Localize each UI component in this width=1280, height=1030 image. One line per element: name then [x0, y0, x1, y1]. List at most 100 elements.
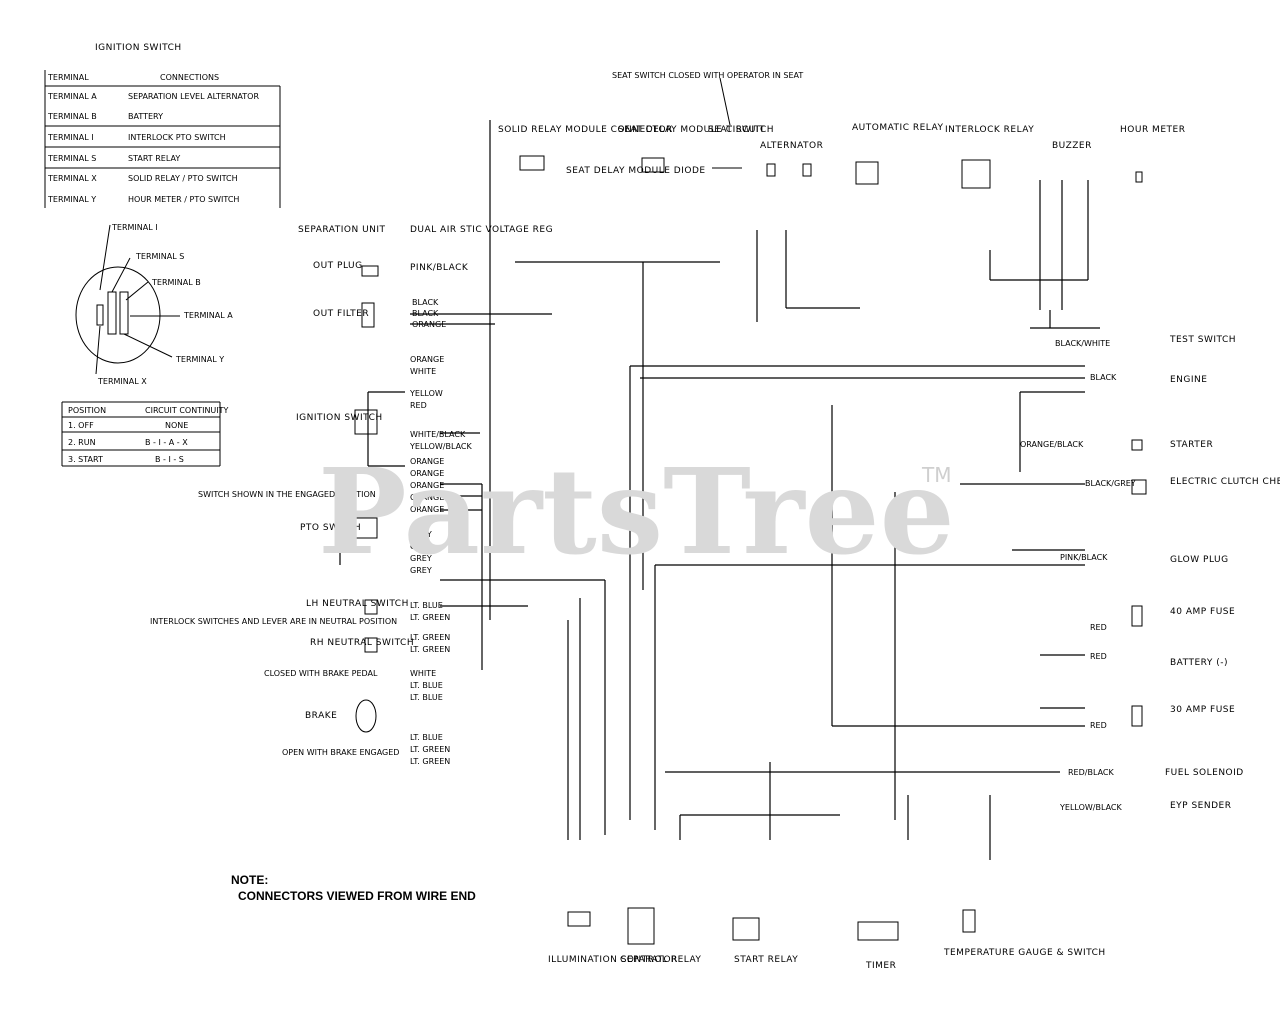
right-name: BATTERY (-)	[1170, 658, 1228, 668]
seat-delay-label: SEAT DELAY MODULE CIRCUIT	[618, 125, 765, 135]
continuity-col: CIRCUIT CONTINUITY	[145, 406, 229, 415]
automatic-relay-label: AUTOMATIC RELAY	[852, 123, 943, 133]
neutral-note: INTERLOCK SWITCHES AND LEVER ARE IN NEUT…	[150, 617, 397, 626]
ign-wire: ORANGE	[410, 505, 444, 514]
ignition-switch-table: IGNITION SWITCH TERMINAL CONNECTIONS TER…	[44, 43, 281, 208]
right-wire: RED	[1090, 721, 1107, 730]
bottom-label: TEMPERATURE GAUGE & SWITCH	[943, 948, 1106, 958]
pto-wire: GREY	[410, 554, 432, 563]
ign-row-term: TERMINAL X	[47, 174, 97, 183]
neutral-wire: LT. GREEN	[410, 645, 450, 654]
right-name: 30 AMP FUSE	[1170, 705, 1235, 715]
bottom-label: ILLUMINATION SEPARATOR	[548, 955, 678, 965]
ign-wire: ORANGE	[410, 457, 444, 466]
neutral-wire: LT. BLUE	[410, 601, 443, 610]
brake-wire: LT. GREEN	[410, 745, 450, 754]
ign-row-conn: SEPARATION LEVEL ALTERNATOR	[128, 92, 259, 101]
separation-unit-label: SEPARATION UNIT	[298, 225, 386, 235]
position-row-val: B - I - A - X	[145, 438, 188, 447]
terminal-label: TERMINAL X	[97, 377, 147, 386]
interlock-relay-label: INTERLOCK RELAY	[945, 125, 1034, 135]
buzzer-label: BUZZER	[1052, 141, 1092, 151]
right-wire: BLACK/WHITE	[1055, 339, 1110, 348]
seat-delay-diode-label: SEAT DELAY MODULE DIODE	[566, 166, 706, 176]
ign-wire: ORANGE	[410, 493, 444, 502]
position-row: 3. START	[68, 455, 103, 464]
connector-note: NOTE: CONNECTORS VIEWED FROM WIRE END	[231, 873, 476, 903]
right-name: FUEL SOLENOID	[1165, 768, 1244, 778]
ign-wire: WHITE/BLACK	[410, 430, 466, 439]
position-row: 1. OFF	[68, 421, 94, 430]
ign-row-term: TERMINAL A	[47, 92, 97, 101]
alternator-label: ALTERNATOR	[760, 141, 823, 151]
pto-note: SWITCH SHOWN IN THE ENGAGED POSITION	[198, 490, 376, 499]
right-wire: ORANGE/BLACK	[1020, 440, 1084, 449]
brake-wire: LT. BLUE	[410, 733, 443, 742]
brake-note: CLOSED WITH BRAKE PEDAL	[264, 669, 378, 678]
ignition-terminal-drawing: TERMINAL I TERMINAL S TERMINAL B TERMINA…	[75, 223, 233, 386]
right-name: STARTER	[1170, 440, 1213, 450]
right-name: ENGINE	[1170, 375, 1207, 385]
neutral-wire: LT. GREEN	[410, 613, 450, 622]
right-name: ELECTRIC CLUTCH CHECK	[1170, 477, 1280, 487]
right-wire: RED	[1090, 652, 1107, 661]
lh-neutral-label: LH NEUTRAL SWITCH	[306, 599, 409, 609]
ignition-switch-label: IGNITION SWITCH	[296, 413, 383, 423]
terminal-label: TERMINAL Y	[175, 355, 224, 364]
ign-row-conn: HOUR METER / PTO SWITCH	[128, 195, 239, 204]
note-text: CONNECTORS VIEWED FROM WIRE END	[238, 889, 476, 903]
brake-wire: LT. BLUE	[410, 681, 443, 690]
pto-switch-label: PTO SWITCH	[300, 523, 361, 533]
terminal-label: TERMINAL A	[183, 311, 233, 320]
right-name: GLOW PLUG	[1170, 555, 1229, 565]
watermark-text: PartsTree	[318, 442, 955, 581]
position-table: POSITION CIRCUIT CONTINUITY 1. OFF NONE …	[61, 401, 229, 467]
terminal-label: TERMINAL I	[111, 223, 158, 232]
brake-note-2: OPEN WITH BRAKE ENGAGED	[282, 748, 399, 757]
ign-wire: ORANGE	[410, 355, 444, 364]
right-wire: YELLOW/BLACK	[1059, 803, 1123, 812]
ign-row-conn: BATTERY	[128, 112, 163, 121]
right-name: EYP SENDER	[1170, 801, 1231, 811]
filter-label: OUT FILTER	[313, 309, 369, 319]
ign-row-term: TERMINAL S	[47, 154, 96, 163]
left-components: SEPARATION UNIT DUAL AIR STIC VOLTAGE RE…	[150, 225, 553, 766]
right-wire: BLACK	[1090, 373, 1117, 382]
position-row: 2. RUN	[68, 438, 96, 447]
ignition-col-connections: CONNECTIONS	[160, 73, 219, 82]
dual-air-label: DUAL AIR STIC VOLTAGE REG	[410, 225, 553, 235]
bottom-label: START RELAY	[734, 955, 798, 965]
watermark-tm: TM	[921, 463, 951, 487]
ign-wire: ORANGE	[410, 481, 444, 490]
position-row-val: B - I - S	[155, 455, 184, 464]
terminal-label: TERMINAL B	[151, 278, 201, 287]
ign-row-term: TERMINAL I	[47, 133, 94, 142]
brake-wire: LT. GREEN	[410, 757, 450, 766]
plug-label: OUT PLUG	[313, 261, 363, 271]
pto-wire: GREY	[410, 530, 432, 539]
ign-wire: YELLOW	[409, 389, 443, 398]
right-wire: RED	[1090, 623, 1107, 632]
pto-wire: GREY	[410, 542, 432, 551]
ign-wire: RED	[410, 401, 427, 410]
ign-row-term: TERMINAL B	[47, 112, 97, 121]
ign-wire: YELLOW/BLACK	[409, 442, 473, 451]
ign-row-conn: SOLID RELAY / PTO SWITCH	[128, 174, 238, 183]
pto-wire: GREY	[410, 566, 432, 575]
filter-wire: ORANGE	[412, 320, 446, 329]
right-name: TEST SWITCH	[1169, 335, 1236, 345]
terminal-label: TERMINAL S	[135, 252, 184, 261]
partstree-watermark: PartsTree TM	[318, 442, 955, 581]
right-wire: BLACK/GREY	[1085, 479, 1136, 488]
top-components: SEAT SWITCH CLOSED WITH OPERATOR IN SEAT…	[498, 71, 1185, 189]
filter-wire: BLACK	[412, 309, 439, 318]
position-row-val: NONE	[165, 421, 188, 430]
ign-wire: WHITE	[410, 367, 436, 376]
ignition-table-title: IGNITION SWITCH	[95, 43, 182, 53]
seat-switch-note: SEAT SWITCH CLOSED WITH OPERATOR IN SEAT	[612, 71, 803, 80]
hour-meter-label: HOUR METER	[1120, 125, 1185, 135]
brake-wire: LT. BLUE	[410, 693, 443, 702]
right-wire: RED/BLACK	[1068, 768, 1115, 777]
brake-wire: WHITE	[410, 669, 436, 678]
